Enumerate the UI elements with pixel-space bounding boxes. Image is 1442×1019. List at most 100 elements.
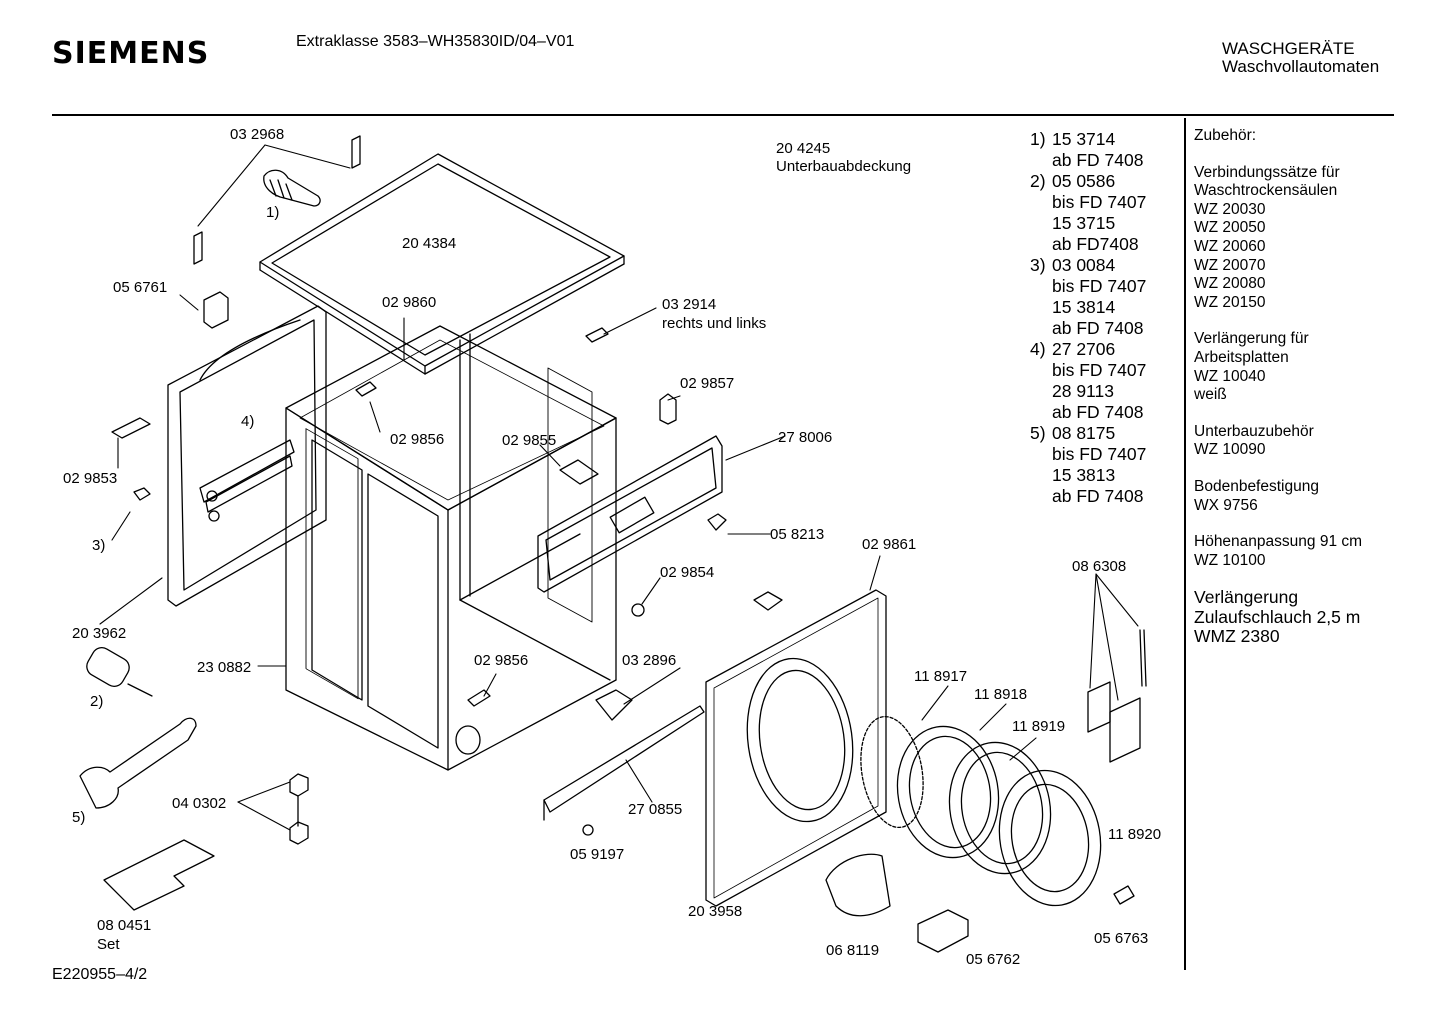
accessories-panel: Zubehör: Verbindungssätze für Waschtrock… [1194, 127, 1394, 665]
accessories-title: Zubehör: [1194, 127, 1257, 144]
callout-032914: 03 2914 [662, 296, 717, 313]
variant-row: 5) 08 8175 [1030, 423, 1146, 444]
side-panel-part [167, 305, 327, 607]
door-hinge-part [1087, 629, 1147, 763]
variant-number: 1) [1030, 129, 1046, 149]
connection-kit-item: WZ 20050 [1194, 219, 1266, 237]
variant-part-line: 08 8175 [1052, 423, 1116, 443]
brand-logo: SIEMENS [52, 36, 210, 71]
connection-kit-item: WZ 20060 [1194, 237, 1266, 255]
variant-row: 28 9113 [1030, 381, 1146, 402]
category-heading: WASCHGERÄTE Waschvollautomaten [1222, 40, 1379, 76]
foot-bolt-part [289, 773, 309, 845]
variant-row: 15 3814 [1030, 297, 1146, 318]
callout-118917: 11 8917 [914, 668, 968, 685]
callout-058213: 05 8213 [770, 526, 825, 543]
variant-part-line: 15 3714 [1052, 129, 1116, 149]
callout-ref2: 2) [90, 693, 104, 710]
built-under-item: WZ 10090 [1194, 441, 1266, 459]
callout-ref5: 5) [72, 809, 86, 826]
callout-204245: 20 4245 [776, 140, 831, 157]
connection-kits: Verbindungssätze für Waschtrockensäulen … [1194, 164, 1394, 313]
variant-part-line: 15 3814 [1052, 297, 1116, 317]
model-title: Extraklasse 3583–WH35830ID/04–V01 [296, 33, 575, 50]
worktop-extension-title1: Verlängerung für [1194, 330, 1309, 348]
height-adjustment: Höhenanpassung 91 cm WZ 10100 [1194, 533, 1394, 570]
front-panel-part [705, 589, 887, 907]
variant-number [1030, 360, 1052, 381]
built-under-accessory: Unterbauzubehör WZ 10090 [1194, 423, 1394, 460]
variant-number [1030, 381, 1052, 402]
variant-part-line: 15 3715 [1052, 213, 1116, 233]
callout-056762: 05 6762 [966, 951, 1021, 968]
variant-number [1030, 444, 1052, 465]
hose-extension: Verlängerung Zulaufschlauch 2,5 m WMZ 23… [1194, 588, 1394, 647]
variant-number: 5) [1030, 423, 1046, 443]
variant-part-line: ab FD 7408 [1052, 486, 1144, 506]
variant-part-line: ab FD 7408 [1052, 150, 1144, 170]
callout-059197: 05 9197 [570, 846, 625, 863]
category-line1: WASCHGERÄTE [1222, 39, 1355, 58]
variant-row: 4) 27 2706 [1030, 339, 1146, 360]
kickplate-part [543, 705, 705, 821]
variant-number: 4) [1030, 339, 1046, 359]
variant-row: ab FD7408 [1030, 234, 1146, 255]
variant-row: 15 3715 [1030, 213, 1146, 234]
variant-number [1030, 234, 1052, 255]
variant-number: 3) [1030, 255, 1046, 275]
callout-204245-name: Unterbauabdeckung [776, 158, 912, 175]
wrench-part [79, 717, 197, 809]
callout-118920: 11 8920 [1108, 826, 1162, 843]
variant-row: ab FD 7408 [1030, 318, 1146, 339]
variant-row: ab FD 7408 [1030, 402, 1146, 423]
variant-part-line: 15 3813 [1052, 465, 1116, 485]
callout-040302: 04 0302 [172, 795, 227, 812]
callout-203958: 20 3958 [688, 903, 743, 920]
header-divider [52, 114, 1394, 116]
variant-part-line: 27 2706 [1052, 339, 1116, 359]
connection-kit-item: WZ 20070 [1194, 256, 1266, 274]
variant-number [1030, 318, 1052, 339]
variant-row: bis FD 7407 [1030, 276, 1146, 297]
variant-number [1030, 297, 1052, 318]
callout-ref1: 1) [266, 204, 280, 221]
door-assembly-part [860, 715, 1102, 907]
callout-029856b: 02 9856 [474, 652, 529, 669]
variant-row: 2)05 0586 [1030, 171, 1146, 192]
callout-029861: 02 9861 [862, 536, 917, 553]
height-adjustment-title: Höhenanpassung 91 cm [1194, 533, 1363, 551]
category-line2: Waschvollautomaten [1222, 57, 1380, 76]
variant-part-line: bis FD 7407 [1052, 192, 1147, 212]
built-under-title: Unterbauzubehör [1194, 422, 1314, 440]
callout-278006: 27 8006 [778, 429, 833, 446]
connection-kits-title2: Waschtrockensäulen [1194, 182, 1338, 200]
callout-086308: 08 6308 [1072, 558, 1127, 575]
hose-extension-title1: Verlängerung [1194, 587, 1299, 608]
callout-029854: 02 9854 [660, 564, 715, 581]
callout-080451: 08 0451 [97, 917, 152, 934]
variant-part-line: bis FD 7407 [1052, 444, 1147, 464]
variant-number [1030, 465, 1052, 486]
column-divider [1184, 118, 1186, 970]
variant-part-line: ab FD7408 [1052, 234, 1139, 254]
callout-029857: 02 9857 [680, 375, 735, 392]
callout-118919: 11 8919 [1012, 718, 1066, 735]
callout-029853: 02 9853 [63, 470, 118, 487]
variant-part-line: ab FD 7408 [1052, 402, 1144, 422]
worktop-extension: Verlängerung für Arbeitsplatten WZ 10040… [1194, 330, 1394, 404]
worktop-extension-note: weiß [1194, 386, 1227, 404]
variant-row: ab FD 7408 [1030, 150, 1146, 171]
document-id: E220955–4/2 [52, 966, 148, 983]
callout-ref3: 3) [92, 537, 106, 554]
callout-ref4: 4) [241, 413, 255, 430]
callout-029856a: 02 9856 [390, 431, 445, 448]
connection-kit-item: WZ 20030 [1194, 200, 1266, 218]
variant-row: bis FD 7407 [1030, 444, 1146, 465]
connection-kit-item: WZ 20150 [1194, 293, 1266, 311]
callout-204384: 20 4384 [402, 235, 457, 252]
variant-number [1030, 486, 1052, 507]
floor-fixing-title: Bodenbefestigung [1194, 477, 1319, 495]
worktop-extension-item: WZ 10040 [1194, 367, 1266, 385]
